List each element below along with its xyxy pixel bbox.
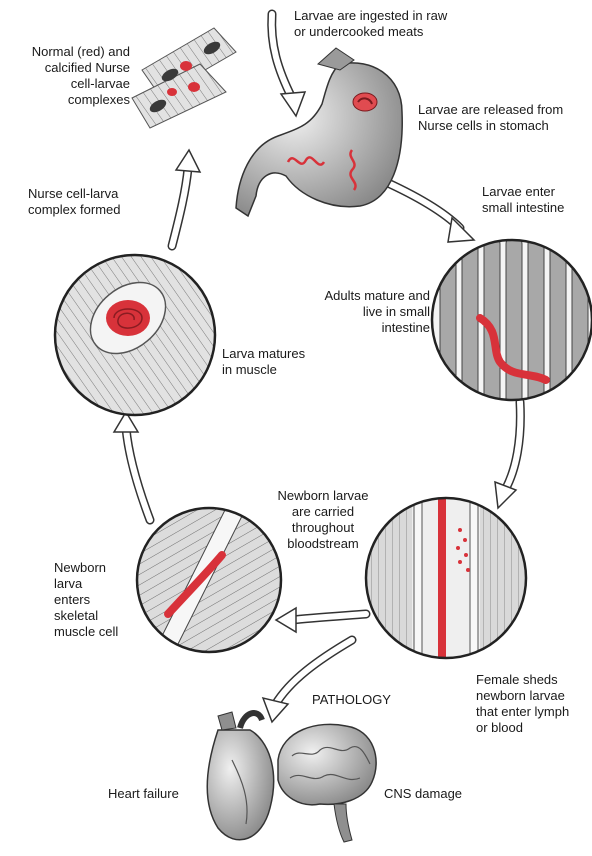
label-released: Larvae are released from Nurse cells in …	[418, 102, 563, 134]
arrow-blood-to-muscle	[276, 608, 366, 632]
maturation-circle	[50, 250, 220, 420]
label-heart-failure: Heart failure	[108, 786, 179, 802]
label-enters-muscle: Newborn larva enters skeletal muscle cel…	[54, 560, 118, 640]
intestine-circle	[432, 236, 592, 406]
label-carried: Newborn larvae are carried throughout bl…	[270, 488, 376, 552]
label-ingested: Larvae are ingested in raw or undercooke…	[294, 8, 447, 40]
label-female-sheds: Female sheds newborn larvae that enter l…	[476, 672, 569, 736]
label-enter-intestine: Larvae enter small intestine	[482, 184, 564, 216]
muscle-entry-circle	[130, 500, 290, 660]
arrow-muscle-to-maturation	[114, 412, 150, 520]
label-calcified: Normal (red) and calcified Nurse cell-la…	[4, 44, 130, 108]
blood-vessel-circle	[366, 498, 526, 663]
stomach-illustration	[236, 48, 402, 216]
label-cns-damage: CNS damage	[384, 786, 462, 802]
brain-illustration	[278, 724, 376, 842]
heart-illustration	[207, 712, 273, 840]
label-pathology: PATHOLOGY	[312, 692, 391, 708]
label-adults-mature: Adults mature and live in small intestin…	[318, 288, 430, 336]
arrow-pathology	[263, 640, 352, 722]
label-matures: Larva matures in muscle	[222, 346, 305, 378]
label-complex-formed: Nurse cell-larva complex formed	[28, 186, 120, 218]
arrow-maturation-to-calcified	[172, 150, 200, 246]
arrow-intestine-to-blood	[495, 402, 520, 508]
calcified-complexes-illustration	[132, 28, 236, 128]
